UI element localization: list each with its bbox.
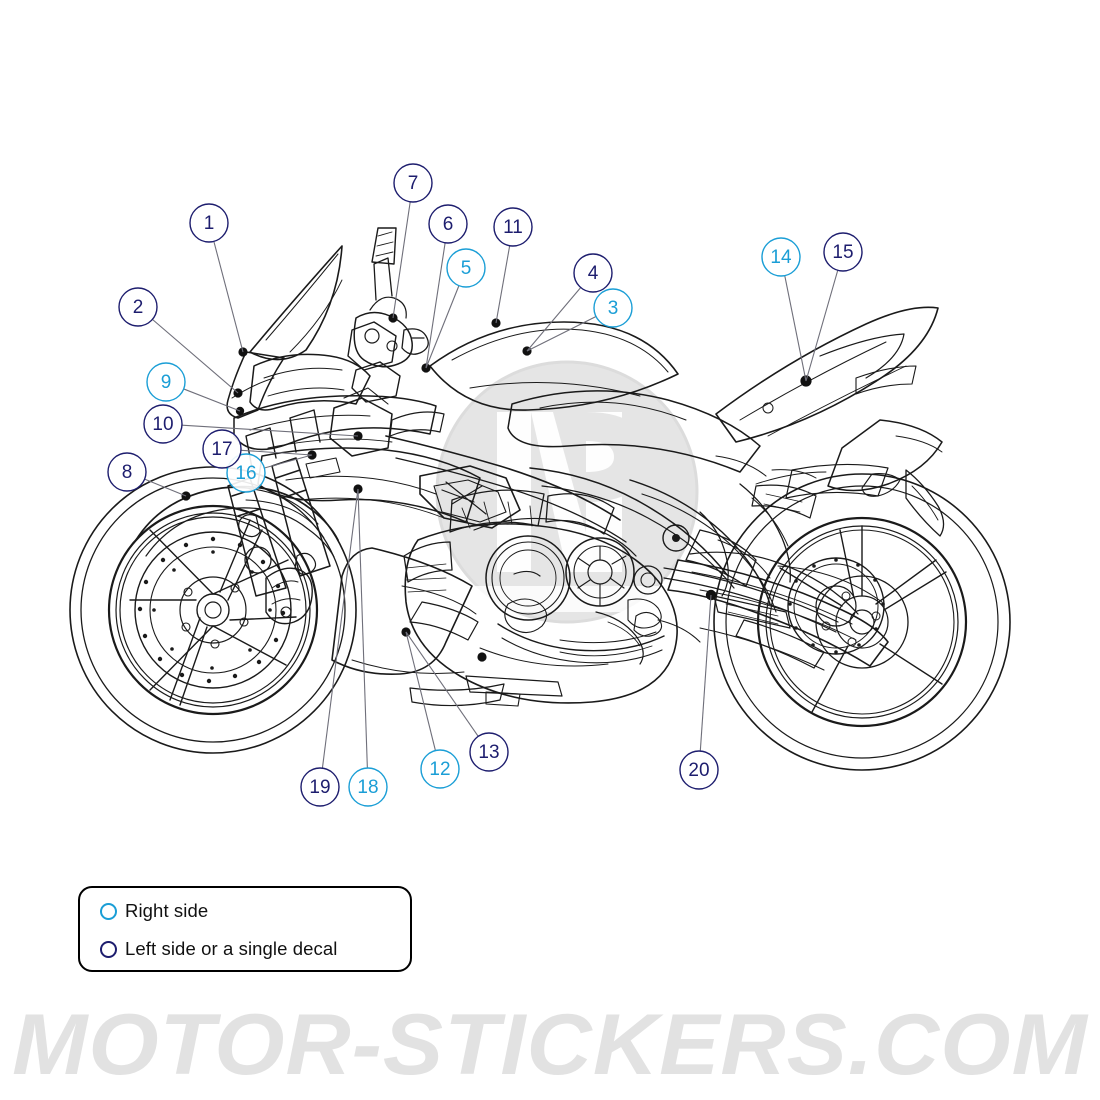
callout-number: 18 [357,777,378,798]
callout-bubble [493,207,533,247]
callout-number: 14 [770,247,792,268]
callout-18[interactable]: 18 [348,767,388,807]
callout-bubble [107,452,147,492]
callout-number: 17 [211,439,232,460]
callout-bubble [446,248,486,288]
leader-line [495,245,511,324]
callout-13[interactable]: 13 [469,732,509,772]
callout-bubble [189,203,229,243]
callout-1[interactable]: 1 [189,203,229,243]
leader-line [405,631,479,737]
callout-number: 20 [688,760,709,781]
callout-number: 11 [503,217,523,238]
leader-line [526,287,582,352]
callout-number: 13 [478,742,499,763]
callout-number: 19 [309,777,330,798]
callout-15[interactable]: 15 [823,232,863,272]
callout-7[interactable]: 7 [393,163,433,203]
leader-line [181,424,359,437]
leader-line [213,241,244,353]
leader-line [784,275,807,382]
callout-number: 8 [122,462,133,483]
callout-bubble [393,163,433,203]
callout-bubble [679,750,719,790]
callout-20[interactable]: 20 [679,750,719,790]
front-wheel [69,466,357,754]
callout-bubble [761,237,801,277]
callout-4[interactable]: 4 [573,253,613,293]
callout-number: 7 [408,173,419,194]
callout-5[interactable]: 5 [446,248,486,288]
callout-11[interactable]: 11 [493,207,533,247]
callout-bubble [593,288,633,328]
steering-head [329,227,429,457]
leader-line [405,631,436,751]
callout-number: 4 [588,263,599,284]
callout-19[interactable]: 19 [300,767,340,807]
leader-line [240,449,313,456]
callout-8[interactable]: 8 [107,452,147,492]
callout-bubble [823,232,863,272]
leader-line [183,388,241,412]
legend-label-right-side: Right side [125,900,209,921]
callout-bubble [420,749,460,789]
callout-number: 10 [152,414,173,435]
callout-2[interactable]: 2 [118,287,158,327]
callout-10[interactable]: 10 [143,404,183,444]
leader-line [805,270,839,382]
callout-number: 3 [608,298,619,319]
callout-bubble [226,453,266,493]
callout-number: 6 [443,214,454,235]
rear-sprocket [787,557,885,655]
rearset [715,455,817,519]
callout-bubble [300,767,340,807]
leader-line [144,478,187,497]
callout-6[interactable]: 6 [428,204,468,244]
callout-bubble [143,404,183,444]
right-side-marker-icon [100,902,117,920]
legend-box: Right side Left side or a single decal [78,886,412,972]
footer-watermark: MOTOR-STICKERS.COM [12,997,1088,1093]
left-side-marker-icon [100,940,117,958]
front-fairing [226,245,563,707]
callout-number: 12 [429,759,450,780]
callout-14[interactable]: 14 [761,237,801,277]
callout-17[interactable]: 17 [202,429,242,469]
callout-number: 5 [461,258,472,279]
leader-line [425,285,460,369]
fuel-tank-and-tail [429,306,945,537]
callout-12[interactable]: 12 [420,749,460,789]
callout-number: 9 [161,372,172,393]
leader-line [526,316,597,352]
leader-line [392,201,411,319]
callout-9[interactable]: 9 [146,362,186,402]
legend-label-left-side: Left side or a single decal [125,938,338,959]
callout-3[interactable]: 3 [593,288,633,328]
callout-bubble [348,767,388,807]
rear-wheel [713,473,1011,771]
callout-bubble [202,429,242,469]
callout-bubble [469,732,509,772]
callout-bubble [118,287,158,327]
legend-row-right-side: Right side [80,892,410,930]
callout-number: 15 [832,242,853,263]
leader-line [425,242,446,369]
leader-line [321,488,359,769]
leader-line [357,488,368,769]
legend-row-left-side: Left side or a single decal [80,930,410,968]
callout-number: 2 [133,297,144,318]
leader-line [152,318,239,394]
callout-bubble [428,204,468,244]
engine [403,489,678,704]
leader-line [264,454,313,469]
callout-16[interactable]: 16 [226,453,266,493]
callout-bubble [146,362,186,402]
callout-number: 1 [204,213,215,234]
callout-bubble [573,253,613,293]
callout-number: 16 [235,463,256,484]
leader-line [699,594,712,752]
